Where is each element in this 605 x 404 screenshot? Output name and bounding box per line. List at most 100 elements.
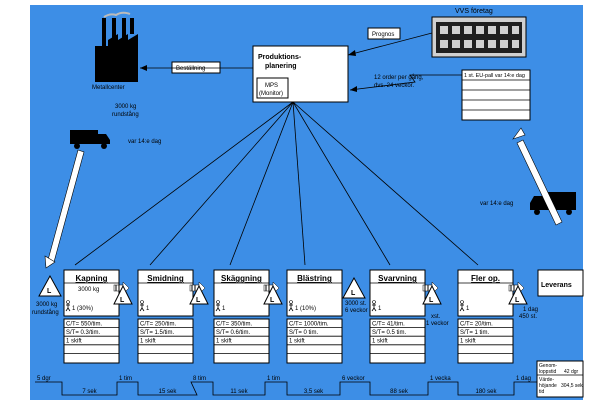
forecast-flag-label: Prognos xyxy=(372,32,394,38)
factory-icon xyxy=(95,11,138,82)
process-data-box xyxy=(213,318,270,364)
process-data-row: S/T= 0.6/tim. xyxy=(216,330,251,336)
inventory-triangle-2: L xyxy=(342,276,366,299)
timeline-line xyxy=(35,381,537,396)
process-title: Smidning xyxy=(147,274,184,283)
push-arrow-5: L xyxy=(508,281,528,305)
operator-icon xyxy=(459,300,465,312)
inventory-2-line2: 6 veckor xyxy=(345,308,368,314)
customer-building-icon xyxy=(431,16,527,58)
process-data-row: 1 skift xyxy=(289,339,305,345)
company-title: VVS företag xyxy=(455,8,493,15)
svg-text:L: L xyxy=(47,288,52,295)
summary-box xyxy=(536,360,584,398)
process-data-row: C/T= 41/tim. xyxy=(372,322,405,328)
timeline-wait-label: 1 tim xyxy=(119,376,132,382)
timeline-process-label: 3,5 sek xyxy=(304,389,324,395)
push-arrow-2: L xyxy=(189,281,209,305)
truck-right-frequency: var 14:e dag xyxy=(480,201,513,207)
operator-icon xyxy=(215,300,221,312)
process-data-row: C/T= 1000/tim. xyxy=(289,322,329,328)
operator-count: 1 (10%) xyxy=(295,306,316,312)
operator-count: 1 (30%) xyxy=(72,306,93,312)
timeline-wait-label: 8 tim xyxy=(193,376,206,382)
process-boxes: Kapning 3000 kg 1 (30%) C/T= 550/tim. S/T= 0… xyxy=(63,269,514,364)
timeline-wait-label: 1 tim xyxy=(267,376,280,382)
inventory-triangle-1: L xyxy=(38,274,62,297)
process-data-row: S/T= 0 tim. xyxy=(289,330,319,336)
material-flow-arrows xyxy=(44,127,563,269)
timeline-process-label: 7 sek xyxy=(82,389,97,395)
process-data-row: S/T= 0.3/tim. xyxy=(66,330,101,336)
process-data-row: C/T= 250/tim. xyxy=(140,322,177,328)
process-2: Smidning 1C/T= 250/tim. S/T= 1.5/tim. 1 ski… xyxy=(137,269,194,364)
planning-title-2: planering xyxy=(265,63,297,70)
orders-note-2: dvs. 24 veckor. xyxy=(374,83,414,89)
inventory-4-line1: 1 dag xyxy=(523,307,538,313)
push-arrows: L L L L L xyxy=(113,281,528,305)
process-title: Svarvning xyxy=(378,274,417,283)
process-data-row: C/T= 350/tim. xyxy=(216,322,253,328)
svg-text:L: L xyxy=(120,297,125,304)
order-flag-label: Beställning xyxy=(176,66,205,72)
process-data-row: S/T= 1.5/tim. xyxy=(140,330,175,336)
process-data-box xyxy=(286,318,343,364)
truck-left-icon xyxy=(70,130,110,149)
push-arrow-4: L xyxy=(422,281,442,305)
orders-note-1: 12 order per gång, xyxy=(374,74,424,81)
svg-text:L: L xyxy=(270,297,275,304)
timeline-process-label: 88 sek xyxy=(390,389,409,395)
process-data-row: 1 skift xyxy=(140,339,156,345)
svg-text:L: L xyxy=(196,297,201,304)
timeline-process-label: 180 sek xyxy=(475,389,497,395)
operator-icon xyxy=(371,300,377,312)
process-data-row: C/T= 20/tim. xyxy=(460,322,493,328)
svg-text:L: L xyxy=(515,297,520,304)
planning-title-1: Produktions- xyxy=(258,54,302,61)
process-1: Kapning 3000 kg 1 (30%) C/T= 550/tim. S/T= 0… xyxy=(63,269,120,364)
process-data-row: C/T= 550/tim. xyxy=(66,322,103,328)
inventory-4-line2: 450 st. xyxy=(519,314,537,320)
process-data-row: 1 skift xyxy=(66,339,82,345)
timeline-wait-label: 1 dag xyxy=(516,376,531,382)
process-title: Fler op. xyxy=(471,274,500,283)
inventory-3-line2: 1 veckor xyxy=(426,321,449,327)
process-extra: 3000 kg xyxy=(78,287,99,293)
process-data-row: 1 skift xyxy=(216,339,232,345)
mps-monitor-label: (Monitor) xyxy=(259,91,283,97)
va-value: 304,5 sek xyxy=(561,383,583,389)
shipping-box xyxy=(537,269,584,297)
inventory-3-line1: xst. xyxy=(431,314,441,320)
process-data-box xyxy=(369,318,426,364)
shipping-title: Leverans xyxy=(541,282,572,289)
timeline-wait-label: 5 dgr xyxy=(37,376,51,382)
process-data-row: 1 skift xyxy=(460,339,476,345)
process-title: Kapning xyxy=(76,274,108,283)
push-arrow-3: L xyxy=(263,281,283,305)
process-title: Skäggning xyxy=(221,274,262,283)
process-6: Fler op. 1C/T= 20/tim. S/T= 1 tim. 1 skift xyxy=(457,269,514,364)
process-data-row: S/T= 1 tim. xyxy=(460,330,490,336)
operator-count: 1 xyxy=(466,306,470,312)
mps-label: MPS xyxy=(265,83,278,89)
inventory-1-line1: 3000 kg xyxy=(36,302,57,308)
timeline-process-label: 11 sek xyxy=(230,389,248,395)
lead-time-value: 42 dgr xyxy=(564,369,579,375)
order-flag xyxy=(171,61,221,74)
timeline-wait-label: 6 veckor xyxy=(342,376,365,382)
process-data-row: S/T= 0.5 tim. xyxy=(372,330,407,336)
process-data-box xyxy=(457,318,514,364)
svg-text:L: L xyxy=(429,297,434,304)
svg-text:L: L xyxy=(351,290,356,297)
push-arrow-1: L xyxy=(113,281,133,305)
operator-count: 1 xyxy=(146,306,150,312)
va-label-2: höjande xyxy=(539,383,557,389)
process-data-box xyxy=(63,318,120,364)
lead-time-label-1: Genom- xyxy=(539,363,557,369)
supplier-label: Metallcenter xyxy=(92,85,125,91)
supplier-qty: 3000 kg xyxy=(115,104,136,110)
